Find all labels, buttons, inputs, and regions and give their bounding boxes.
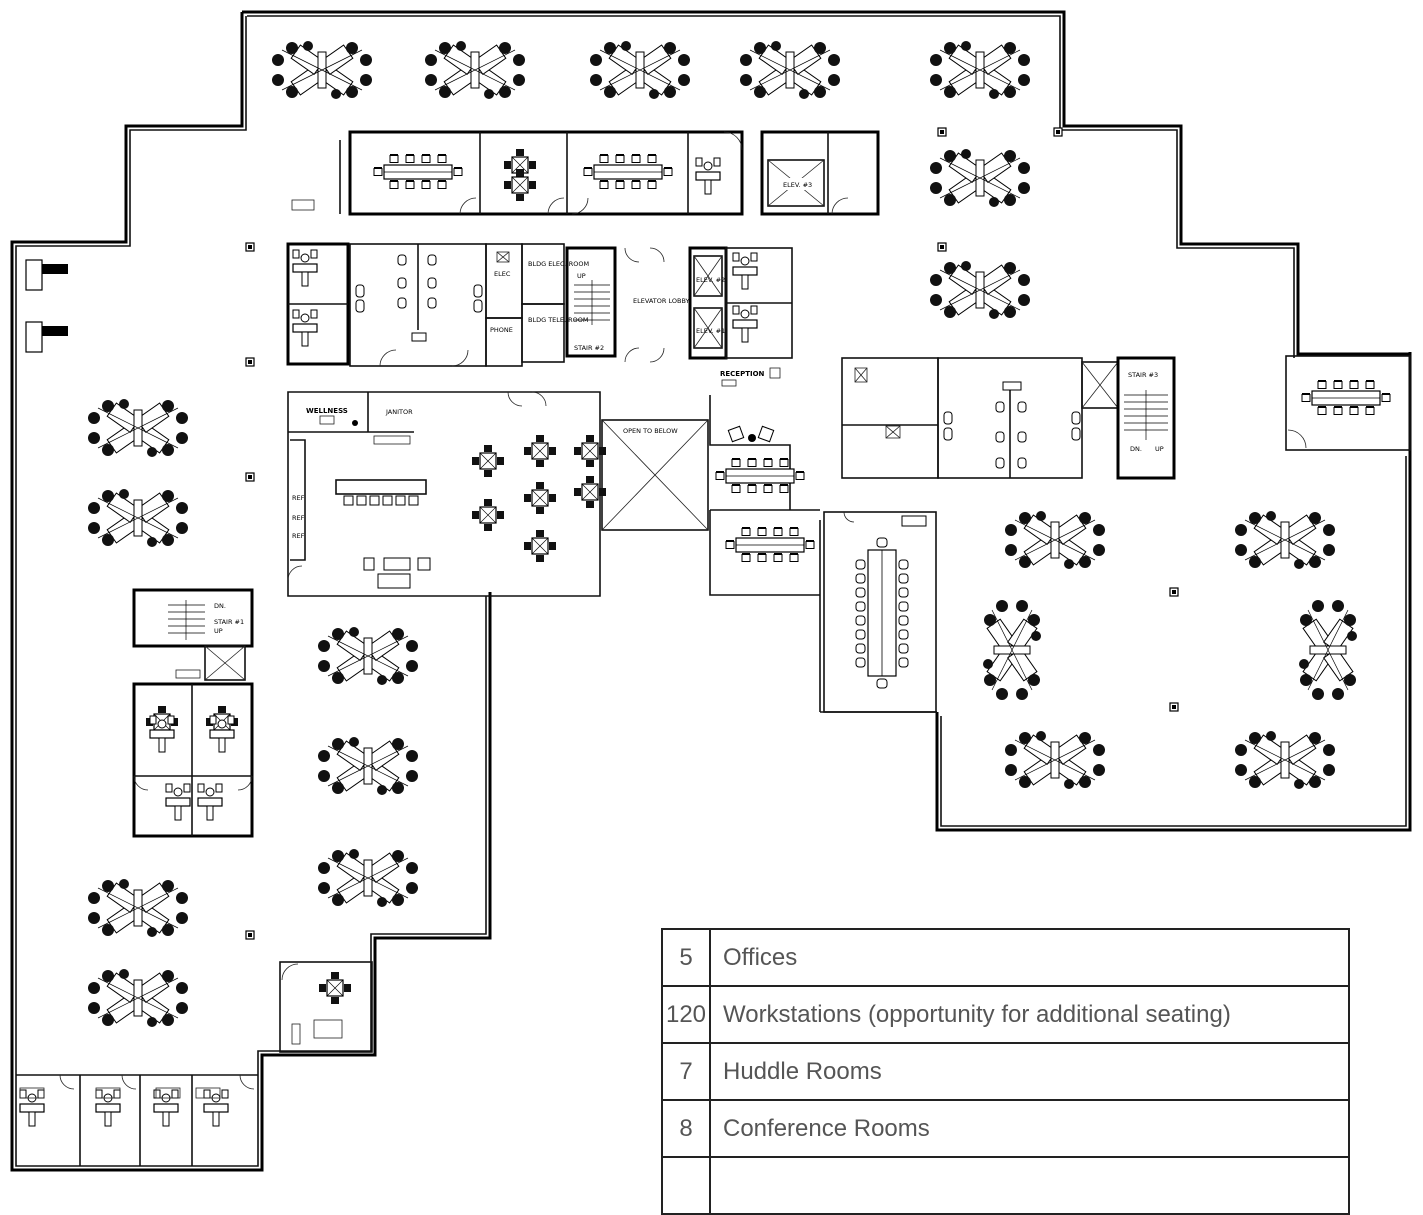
- left-wall-equipment: [25, 259, 68, 353]
- reception-label: RECEPTION: [720, 370, 765, 378]
- elevator-lobby-label: ELEVATOR LOBBY: [633, 297, 690, 305]
- reception-area: [709, 395, 820, 596]
- ref-label-1: REF: [292, 494, 305, 502]
- stair3-up-label: UP: [1155, 445, 1164, 453]
- wellness-label: WELLNESS: [306, 407, 348, 415]
- ref-label-2: REF: [292, 514, 305, 522]
- stair1-up-label: UP: [214, 627, 223, 635]
- elev1-label: ELEV. #1: [696, 327, 725, 335]
- label-cell: Huddle Rooms: [709, 1042, 1350, 1101]
- stair1-dn-label: DN.: [214, 602, 226, 610]
- stair1-label: STAIR #1: [214, 618, 244, 626]
- bldg-tele-label: BLDG TELE. ROOM: [528, 316, 588, 324]
- stair2-label: STAIR #2: [574, 344, 604, 352]
- table-row: 120 Workstations (opportunity for additi…: [661, 985, 1350, 1044]
- count-cell: [661, 1156, 711, 1215]
- table-row: 5 Offices: [661, 928, 1350, 987]
- bldg-elec-label: BLDG ELEC. ROOM: [528, 260, 589, 268]
- label-cell: [709, 1156, 1350, 1215]
- elev2-label: ELEV. #2: [696, 276, 725, 284]
- count-cell: 120: [661, 985, 711, 1044]
- count-cell: 7: [661, 1042, 711, 1101]
- elec-label: ELEC: [494, 270, 511, 278]
- table-row: 8 Conference Rooms: [661, 1099, 1350, 1158]
- floor-plan: ELEV. #3 ELEC PHONE BLDG ELEC. ROOM BLDG…: [10, 10, 1412, 1172]
- stair2-up-label: UP: [577, 272, 586, 280]
- phone-label: PHONE: [490, 326, 513, 334]
- open-to-below-label: OPEN TO BELOW: [623, 427, 678, 435]
- bottom-huddle: [279, 961, 373, 1053]
- table-row: [661, 1156, 1350, 1215]
- stair3-dn-label: DN.: [1130, 445, 1142, 453]
- boardroom: [823, 511, 937, 713]
- elev3-label: ELEV. #3: [783, 181, 812, 189]
- ref-label-3: REF: [292, 532, 305, 540]
- stair3-label: STAIR #3: [1128, 371, 1158, 379]
- label-cell: Workstations (opportunity for additional…: [709, 985, 1350, 1044]
- open-to-below: OPEN TO BELOW: [601, 419, 709, 531]
- count-cell: 8: [661, 1099, 711, 1158]
- core-area: ELEC PHONE BLDG ELEC. ROOM BLDG TELE. RO…: [286, 242, 793, 387]
- table-row: 7 Huddle Rooms: [661, 1042, 1350, 1101]
- workstation-clusters: [87, 40, 1358, 1028]
- space-summary-table: 5 Offices 120 Workstations (opportunity …: [661, 928, 1350, 1215]
- left-core: DN. STAIR #1 UP: [132, 588, 254, 838]
- janitor-label: JANITOR: [385, 408, 413, 416]
- label-cell: Offices: [709, 928, 1350, 987]
- cafe-area: WELLNESS JANITOR REF REF REF: [287, 391, 607, 597]
- count-cell: 5: [661, 928, 711, 987]
- top-rooms: ELEV. #3: [291, 130, 880, 216]
- right-core: STAIR #3 DN. UP: [841, 355, 1411, 480]
- label-cell: Conference Rooms: [709, 1099, 1350, 1158]
- bottom-offices: [16, 1074, 258, 1166]
